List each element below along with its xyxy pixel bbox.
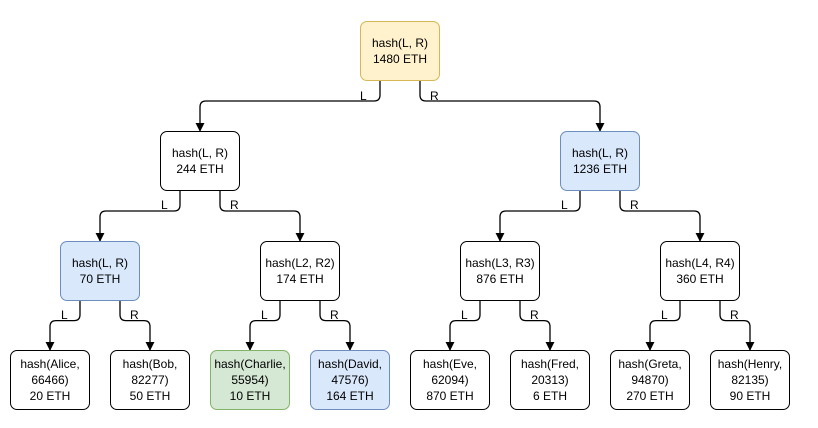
leaf-henry: hash(Henry, 82135) 90 ETH — [710, 350, 790, 410]
leaf-bob-value: 50 ETH — [129, 389, 171, 403]
edge-n360-greta — [645, 301, 681, 351]
leaf-charlie-name: hash(Charlie, — [214, 357, 286, 371]
edge-label-244-left: L — [161, 198, 168, 212]
node-1236: hash(L, R) 1236 ETH — [560, 131, 640, 191]
leaf-eve-id: 62094) — [431, 373, 469, 387]
edge-n1236-n876 — [495, 191, 581, 242]
edge-root-n244 — [195, 81, 381, 132]
edge-label-1236-right: R — [630, 198, 639, 212]
leaf-greta-id: 94870) — [631, 373, 669, 387]
leaf-alice: hash(Alice, 66466) 20 ETH — [10, 350, 90, 410]
edge-label-root-left: L — [360, 89, 367, 103]
node-1236-hash: hash(L, R) — [571, 146, 629, 160]
leaf-greta: hash(Greta, 94870) 270 ETH — [610, 350, 690, 410]
node-174-hash: hash(L2, R2) — [265, 256, 335, 270]
edge-n174-david — [319, 301, 355, 351]
leaf-alice-id: 66466) — [31, 373, 69, 387]
edge-n360-henry — [719, 301, 755, 351]
node-root-hash: hash(L, R) — [371, 36, 429, 50]
edge-root-n1236 — [419, 81, 605, 132]
edge-label-1236-left: L — [561, 198, 568, 212]
leaf-alice-value: 20 ETH — [29, 389, 71, 403]
edge-label-174-left: L — [261, 308, 268, 322]
leaf-david: hash(David, 47576) 164 ETH — [310, 350, 390, 410]
edge-label-70-left: L — [61, 308, 68, 322]
leaf-henry-value: 90 ETH — [729, 389, 771, 403]
edge-label-876-right: R — [530, 308, 539, 322]
node-174: hash(L2, R2) 174 ETH — [260, 241, 340, 301]
edge-label-876-left: L — [461, 308, 468, 322]
node-876: hash(L3, R3) 876 ETH — [460, 241, 540, 301]
leaf-eve: hash(Eve, 62094) 870 ETH — [410, 350, 490, 410]
edge-label-174-right: R — [330, 308, 339, 322]
edge-label-360-left: L — [661, 308, 668, 322]
node-360-hash: hash(L4, R4) — [665, 256, 735, 270]
leaf-eve-value: 870 ETH — [426, 389, 474, 403]
leaf-david-id: 47576) — [331, 373, 369, 387]
leaf-henry-id: 82135) — [731, 373, 769, 387]
edge-label-root-right: R — [430, 89, 439, 103]
edge-n244-n70 — [95, 191, 181, 242]
leaf-fred-value: 6 ETH — [532, 389, 567, 403]
edge-label-244-right: R — [230, 198, 239, 212]
node-root: hash(L, R) 1480 ETH — [360, 21, 440, 81]
leaf-david-value: 164 ETH — [326, 389, 374, 403]
leaf-fred: hash(Fred, 20313) 6 ETH — [510, 350, 590, 410]
edge-label-70-right: R — [130, 308, 139, 322]
node-70-hash: hash(L, R) — [71, 256, 129, 270]
leaf-david-name: hash(David, — [317, 357, 383, 371]
leaf-fred-id: 20313) — [531, 373, 569, 387]
edge-n876-eve — [445, 301, 481, 351]
leaf-bob: hash(Bob, 82277) 50 ETH — [110, 350, 190, 410]
leaf-eve-name: hash(Eve, — [422, 357, 478, 371]
edge-n1236-n360 — [619, 191, 705, 242]
leaf-greta-value: 270 ETH — [626, 389, 674, 403]
leaf-charlie-id: 55954) — [231, 373, 269, 387]
node-876-value: 876 ETH — [476, 272, 524, 286]
leaf-bob-name: hash(Bob, — [122, 357, 178, 371]
node-244-hash: hash(L, R) — [171, 146, 229, 160]
node-174-value: 174 ETH — [276, 272, 324, 286]
node-876-hash: hash(L3, R3) — [465, 256, 535, 270]
edge-n70-bob — [119, 301, 155, 351]
node-70: hash(L, R) 70 ETH — [60, 241, 140, 301]
node-360-value: 360 ETH — [676, 272, 724, 286]
node-360: hash(L4, R4) 360 ETH — [660, 241, 740, 301]
leaf-charlie-value: 10 ETH — [229, 389, 271, 403]
edge-label-360-right: R — [730, 308, 739, 322]
leaf-greta-name: hash(Greta, — [618, 357, 682, 371]
leaf-alice-name: hash(Alice, — [20, 357, 80, 371]
edge-n244-n174 — [219, 191, 305, 242]
node-244-value: 244 ETH — [176, 162, 224, 176]
node-root-value: 1480 ETH — [372, 52, 428, 66]
node-70-value: 70 ETH — [79, 272, 121, 286]
edge-n70-alice — [45, 301, 81, 351]
leaf-fred-name: hash(Fred, — [520, 357, 580, 371]
edge-n174-charlie — [245, 301, 281, 351]
leaf-henry-name: hash(Henry, — [717, 357, 783, 371]
node-244: hash(L, R) 244 ETH — [160, 131, 240, 191]
leaf-bob-id: 82277) — [131, 373, 169, 387]
edge-n876-fred — [519, 301, 555, 351]
leaf-charlie: hash(Charlie, 55954) 10 ETH — [210, 350, 290, 410]
node-1236-value: 1236 ETH — [572, 162, 628, 176]
